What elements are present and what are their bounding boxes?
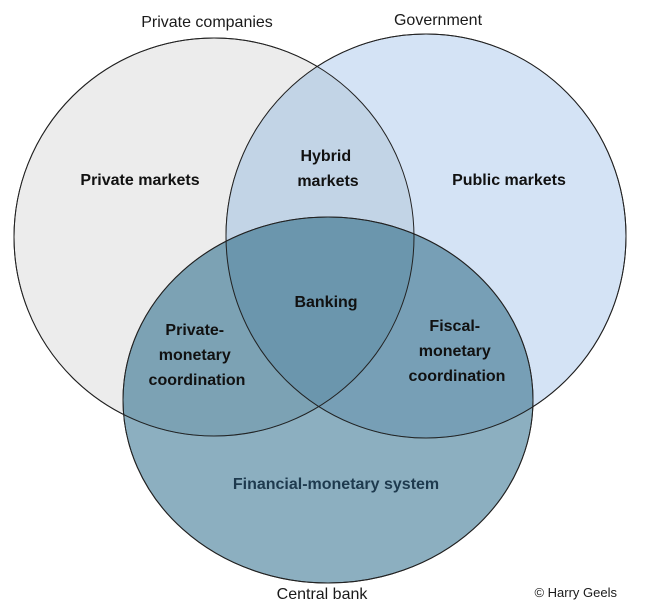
copyright-notice: © Harry Geels: [534, 585, 617, 600]
hybrid-markets-label: Hybrid markets: [297, 148, 358, 190]
central-bank-label: Central bank: [277, 586, 369, 601]
private-markets-label: Private markets: [80, 172, 199, 189]
hybrid-markets-line-2: markets: [297, 173, 358, 190]
fiscal-monetary-line-1: Fiscal-: [429, 318, 480, 335]
private-monetary-line-2: monetary: [159, 347, 231, 364]
fiscal-monetary-label: Fiscal- monetary coordination: [409, 318, 506, 385]
private-monetary-line-3: coordination: [149, 372, 246, 389]
central-bank-outline: [122, 216, 534, 584]
banking-label: Banking: [294, 294, 357, 311]
private-companies-label: Private companies: [141, 14, 273, 31]
government-label: Government: [394, 12, 483, 29]
private-monetary-label: Private- monetary coordination: [149, 322, 246, 389]
government-outline: [225, 33, 627, 439]
financial-monetary-system-label: Financial-monetary system: [233, 476, 439, 493]
public-markets-label: Public markets: [452, 172, 566, 189]
fiscal-monetary-line-2: monetary: [419, 343, 491, 360]
private-monetary-line-1: Private-: [165, 322, 224, 339]
private-companies-outline: [13, 37, 415, 437]
hybrid-markets-line-1: Hybrid: [300, 148, 351, 165]
fiscal-monetary-line-3: coordination: [409, 368, 506, 385]
